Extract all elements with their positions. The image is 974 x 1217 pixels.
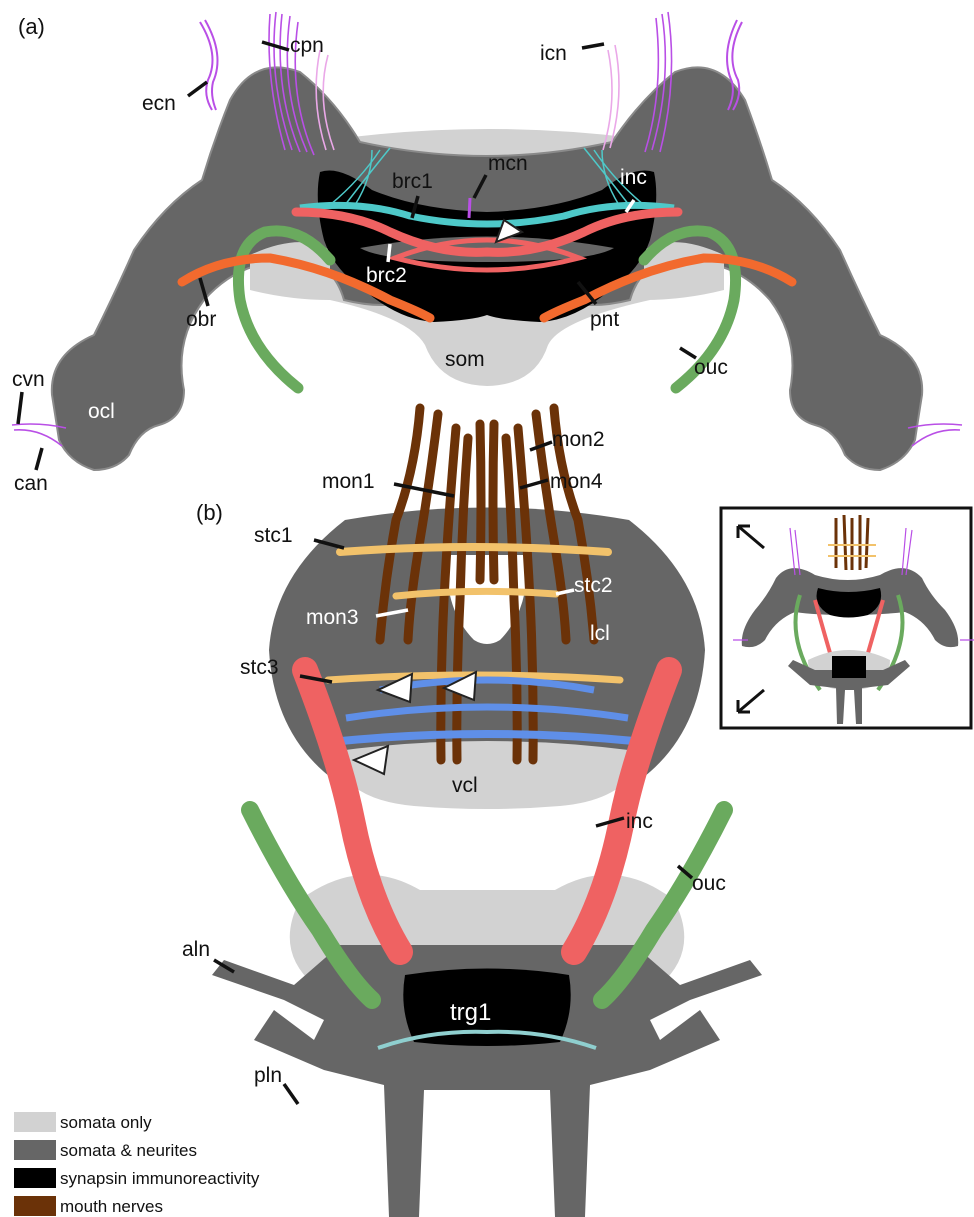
legend-label-somata-only: somata only <box>60 1113 152 1132</box>
label-brc2: brc2 <box>366 264 407 287</box>
label-pnt: pnt <box>590 308 619 331</box>
label-aln: aln <box>182 938 210 961</box>
legend-label-mouth-nerves: mouth nerves <box>60 1197 163 1216</box>
legend-label-somata-neurites: somata & neurites <box>60 1141 197 1160</box>
legend-label-synapsin: synapsin immunoreactivity <box>60 1169 260 1188</box>
leader-cpn <box>262 42 289 50</box>
label-mon2: mon2 <box>552 428 605 451</box>
ecn-nerves <box>200 20 218 110</box>
label-lcl: lcl <box>590 622 610 645</box>
label-ocl: ocl <box>88 400 115 423</box>
label-mon4: mon4 <box>550 470 603 493</box>
panel-label-a: (a) <box>18 14 45 39</box>
label-pln: pln <box>254 1064 282 1087</box>
panel-b: (b) mon1 mon2 mon4 mon3 stc1 stc2 stc3 l… <box>182 408 762 1217</box>
legend-swatch-synapsin <box>14 1168 56 1188</box>
label-can: can <box>14 472 48 495</box>
leader-cvn <box>18 392 22 424</box>
leader-icn <box>582 44 604 48</box>
leader-ecn <box>188 82 207 96</box>
label-mon3: mon3 <box>306 606 359 629</box>
label-ouc-a: ouc <box>694 356 728 379</box>
legend-swatch-somata-neurites <box>14 1140 56 1160</box>
legend-swatch-somata-only <box>14 1112 56 1132</box>
label-icn: icn <box>540 42 567 65</box>
overview-inset <box>721 508 974 728</box>
label-stc2: stc2 <box>574 574 613 597</box>
label-cpn: cpn <box>290 34 324 57</box>
label-trg1: trg1 <box>450 999 491 1026</box>
label-stc1: stc1 <box>254 524 293 547</box>
legend-swatch-mouth-nerves <box>14 1196 56 1216</box>
leader-brc2 <box>388 244 390 262</box>
panel-label-b: (b) <box>196 500 223 525</box>
label-vcl: vcl <box>452 774 478 797</box>
label-inc-b: inc <box>626 810 653 833</box>
label-mcn: mcn <box>488 152 528 175</box>
label-cvn: cvn <box>12 368 45 391</box>
label-ouc-b: ouc <box>692 872 726 895</box>
label-obr: obr <box>186 308 216 331</box>
mcn-nerve <box>469 198 470 218</box>
legend: somata only somata & neurites synapsin i… <box>14 1112 260 1216</box>
label-ecn: ecn <box>142 92 176 115</box>
inset-trunk-neuropil <box>832 656 866 678</box>
label-inc-a: inc <box>620 166 647 189</box>
label-stc3: stc3 <box>240 656 279 679</box>
leader-can <box>36 448 42 470</box>
panel-a: (a) cpn ecn icn mcn brc1 brc2 inc obr pn… <box>12 12 962 495</box>
label-brc1: brc1 <box>392 170 433 193</box>
label-mon1: mon1 <box>322 470 375 493</box>
label-som: som <box>445 348 485 371</box>
leader-pln <box>284 1084 298 1104</box>
